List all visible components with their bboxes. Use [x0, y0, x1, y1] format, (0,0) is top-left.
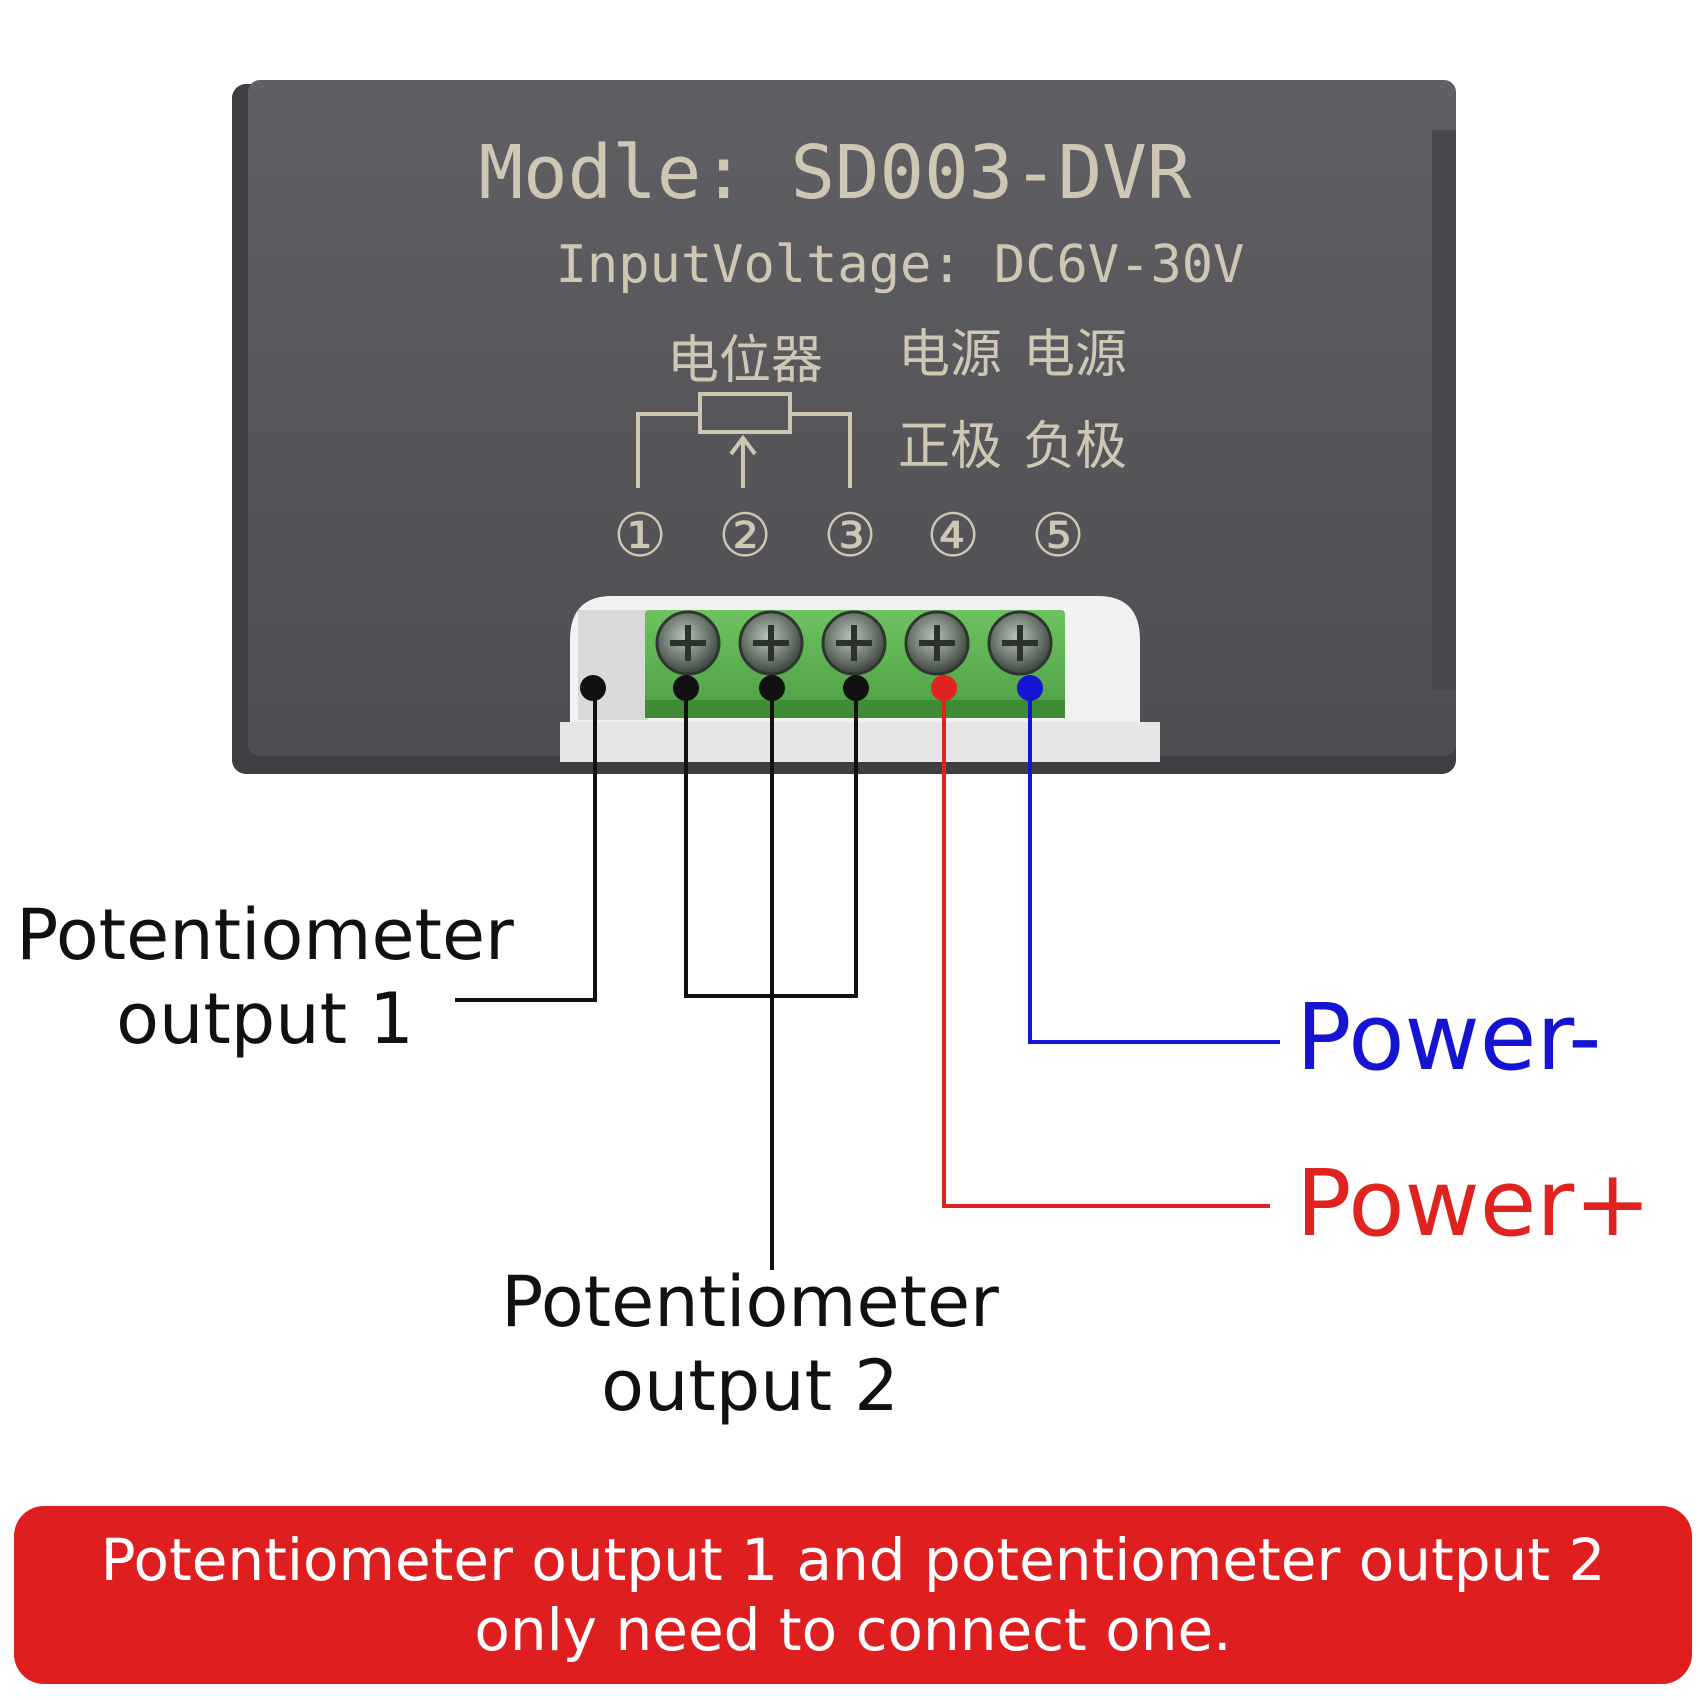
- power-positive-cn-top: 电源: [898, 325, 1002, 385]
- power-negative-cn-bottom: 负极: [1023, 417, 1127, 477]
- potentiometer-cn-label: 电位器: [667, 331, 823, 391]
- model-text: Modle: SD003-DVR: [479, 130, 1192, 216]
- screw-4: [904, 610, 970, 676]
- dot-terminal-3: [843, 675, 869, 701]
- note-banner: Potentiometer output 1 and potentiometer…: [14, 1506, 1692, 1684]
- terminal-screws: [655, 610, 1053, 676]
- dot-power-minus: [1017, 675, 1043, 701]
- terminal-number-1: ①: [613, 501, 667, 571]
- power-minus-line: [1028, 690, 1280, 1044]
- terminal-number-3: ③: [823, 501, 877, 571]
- terminal-number-2: ②: [718, 501, 772, 571]
- pot-output-1-line2: output 1: [116, 978, 414, 1060]
- terminal-numbers: ① ② ③ ④ ⑤: [613, 501, 1085, 571]
- pot-output-1-label: Potentiometer output 1: [10, 893, 520, 1061]
- screw-2: [738, 610, 804, 676]
- screw-1: [655, 610, 721, 676]
- input-voltage-text: InputVoltage: DC6V-30V: [556, 235, 1245, 295]
- pot-output-1-line1: Potentiometer: [16, 894, 514, 976]
- callout-lines: [455, 688, 1280, 1270]
- potentiometer-symbol: [636, 392, 852, 488]
- power-plus-label: Power+: [1296, 1150, 1652, 1257]
- screw-3: [821, 610, 887, 676]
- power-positive-cn-bottom: 正极: [898, 417, 1002, 477]
- note-line-2: only need to connect one.: [474, 1596, 1232, 1664]
- power-plus-line: [942, 690, 1270, 1208]
- dot-power-plus: [931, 675, 957, 701]
- pot-output-1-line: [455, 688, 597, 1002]
- pot-output-2-label: Potentiometer output 2: [495, 1260, 1005, 1428]
- pot-output-2-line1: Potentiometer: [501, 1261, 999, 1343]
- dot-terminal-2: [759, 675, 785, 701]
- connection-dots: [580, 675, 1043, 701]
- terminal-number-4: ④: [926, 501, 980, 571]
- note-line-1: Potentiometer output 1 and potentiometer…: [100, 1526, 1606, 1594]
- power-minus-label: Power-: [1296, 984, 1602, 1091]
- power-negative-cn-top: 电源: [1023, 325, 1127, 385]
- pot-output-2-line2: output 2: [601, 1345, 899, 1427]
- screw-5: [987, 610, 1053, 676]
- dot-terminal-0: [580, 675, 606, 701]
- dot-terminal-1: [673, 675, 699, 701]
- terminal-number-5: ⑤: [1031, 501, 1085, 571]
